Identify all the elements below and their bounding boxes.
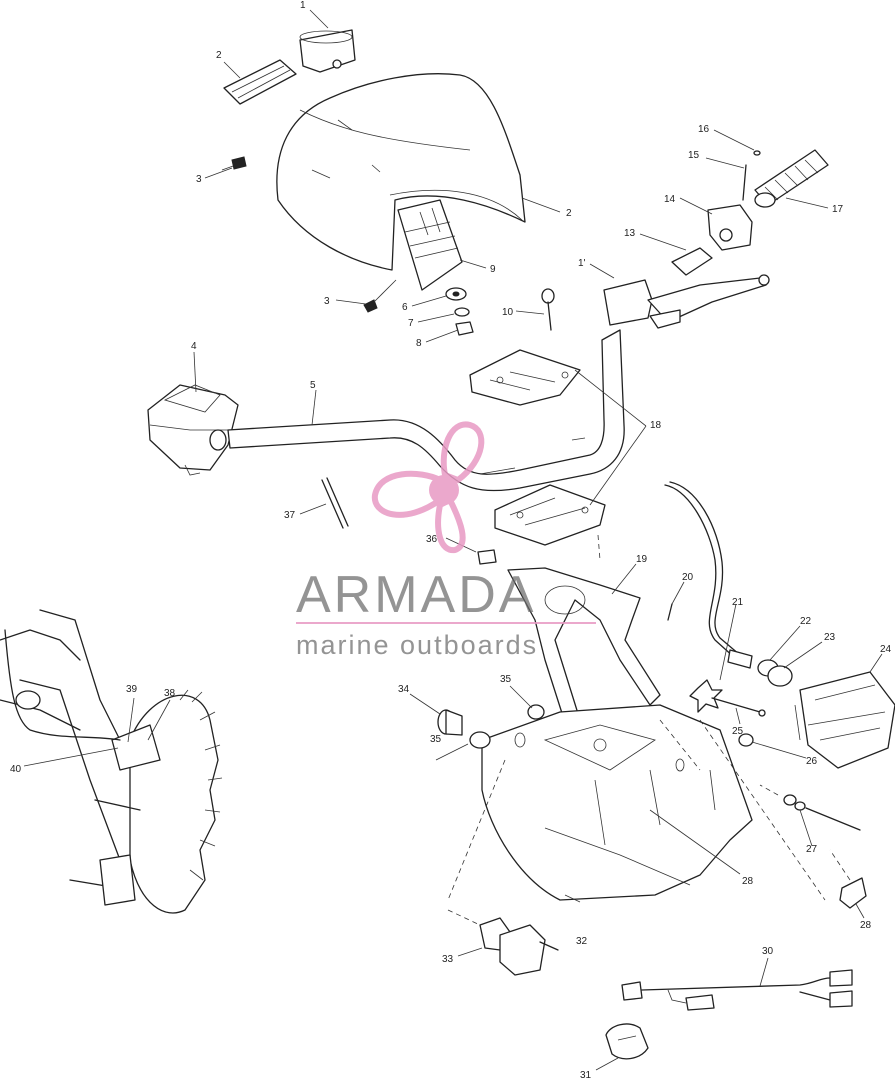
part-23-socket (767, 665, 793, 687)
callout-7: 7 (408, 318, 414, 329)
part-11-master-cylinder (603, 274, 770, 329)
callout-4: 4 (191, 341, 197, 352)
callout-32: 32 (576, 936, 588, 947)
part-4-switch-housing (147, 384, 239, 476)
part-15-screw (742, 164, 747, 201)
part-26-oring (738, 733, 754, 747)
leader-lines (23, 9, 883, 1071)
part-32-lower-shroud (481, 704, 753, 901)
part-34-plug (437, 709, 463, 736)
part-37-tie (321, 477, 349, 529)
part-14-throttle-housing (707, 204, 753, 251)
part-31-clamp (605, 1023, 649, 1060)
part-24-headlight-lens (794, 671, 895, 769)
callout-40: 40 (10, 764, 22, 775)
callout-6: 6 (402, 302, 408, 313)
part-9-bracket (397, 199, 463, 291)
callout-21: 21 (732, 597, 744, 608)
part-27-bolt (759, 784, 861, 831)
callout-28: 28 (742, 876, 754, 887)
part-8-nut (455, 321, 474, 336)
callout-3: 3 (324, 296, 330, 307)
callout-9: 9 (490, 264, 496, 275)
part-25-adjuster (689, 679, 766, 717)
part-28-clip (829, 849, 867, 909)
callout-1: 1 (300, 0, 306, 11)
callout-3: 3 (196, 174, 202, 185)
headlight-pod-cover (276, 73, 526, 271)
callout-24: 24 (880, 644, 892, 655)
callout-8: 8 (416, 338, 422, 349)
callout-37: 37 (284, 510, 296, 521)
callout-23: 23 (824, 632, 836, 643)
armada-logo-watermark: ARMADA marine outboards (296, 421, 596, 660)
callout-13: 13 (624, 228, 636, 239)
callout-31: 31 (580, 1070, 592, 1078)
part-21-cable (664, 481, 753, 669)
callout-27: 27 (806, 844, 818, 855)
callout-14: 14 (664, 194, 676, 205)
part-18-clamp-lower (494, 484, 606, 546)
callout-26: 26 (806, 756, 818, 767)
part-36-clip (477, 549, 497, 565)
callout-11: 1' (578, 258, 586, 269)
callout-19: 19 (636, 554, 648, 565)
part-10-bolt (541, 288, 555, 331)
callout-2: 2 (566, 208, 572, 219)
callout-35: 35 (500, 674, 512, 685)
callout-35: 35 (430, 734, 442, 745)
callout-17: 17 (832, 204, 844, 215)
part-16-screw (753, 150, 761, 156)
part-33-switch (447, 909, 559, 976)
callout-2: 2 (216, 50, 222, 61)
part-5-handlebar (227, 329, 625, 492)
part-1-cap (299, 29, 356, 73)
part-13-sleeve (671, 247, 713, 276)
part-17-grip (754, 149, 829, 208)
part-7-washer (454, 307, 470, 317)
callout-5: 5 (310, 380, 316, 391)
part-3-screw-upper (221, 156, 247, 171)
callout-10: 10 (502, 307, 514, 318)
callout-15: 15 (688, 150, 700, 161)
part-35-ring-lower (469, 731, 491, 749)
part-2-decal (223, 59, 297, 105)
callout-16: 16 (698, 124, 710, 135)
part-20-screw (667, 603, 673, 621)
part-35-ring-upper (527, 704, 545, 720)
callout-22: 22 (800, 616, 812, 627)
brake-disc-assembly (0, 609, 223, 914)
callout-18: 18 (650, 420, 662, 431)
part-3-screw-lower (363, 279, 397, 313)
callout-labels: 1 2 2 3 3 4 5 6 7 8 9 10 1' 13 14 15 16 … (10, 0, 892, 1078)
part-18-clamp-upper (469, 349, 581, 406)
callout-33: 33 (442, 954, 454, 965)
callout-38: 38 (164, 688, 176, 699)
callout-39: 39 (126, 684, 138, 695)
part-19-headlight-bracket (507, 567, 661, 733)
brand-tagline: marine outboards (296, 630, 538, 660)
brand-name: ARMADA (296, 566, 536, 624)
propeller-icon (371, 421, 485, 553)
callout-34: 34 (398, 684, 410, 695)
callout-28: 28 (860, 920, 872, 931)
callout-25: 25 (732, 726, 744, 737)
part-30-wiring-harness (621, 969, 853, 1011)
callout-30: 30 (762, 946, 774, 957)
part-6-washer (445, 287, 467, 301)
callout-36: 36 (426, 534, 438, 545)
callout-20: 20 (682, 572, 694, 583)
